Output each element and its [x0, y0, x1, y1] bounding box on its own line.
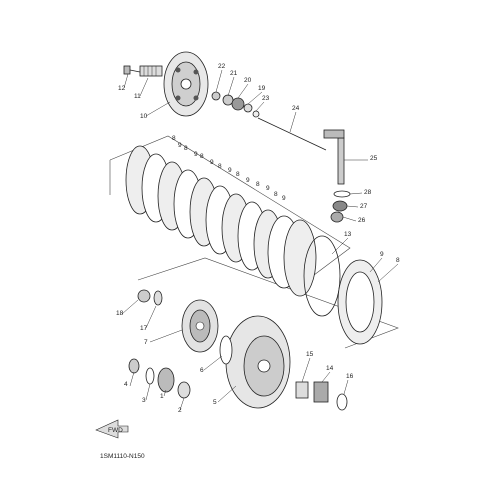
callout-23: 23: [262, 95, 270, 102]
callout-16: 16: [346, 373, 354, 380]
callout-9: 9: [178, 142, 182, 149]
leader-lines: [121, 69, 399, 411]
callout-7: 7: [144, 339, 148, 346]
lever-seals: [330, 190, 351, 223]
push-rod: [257, 117, 327, 151]
clutch-plate-stack: [125, 145, 317, 297]
thrust-washer: [219, 335, 233, 365]
callout-9g: 9: [282, 195, 286, 202]
callout-21: 21: [230, 70, 238, 77]
lock-washer: [153, 290, 163, 306]
lock-nut: [137, 289, 151, 303]
spacer: [295, 381, 309, 399]
callout-8b: 8: [184, 145, 188, 152]
clutch-housing: [225, 315, 291, 409]
idle-gear: [157, 367, 175, 393]
callout-8h: 8: [396, 257, 400, 264]
callout-9f: 9: [266, 185, 270, 192]
callout-25: 25: [370, 155, 378, 162]
callout-8c: 8: [200, 153, 204, 160]
callout-9c: 9: [210, 159, 214, 166]
push-lever-shaft: [323, 129, 345, 185]
outer-friction-plate: [337, 259, 383, 345]
callout-8d: 8: [218, 163, 222, 170]
callout-8: 8: [172, 135, 176, 142]
diagram-code: 1SM1110-N150: [100, 453, 145, 460]
callout-27: 27: [360, 203, 368, 210]
callout-5: 5: [213, 399, 217, 406]
gear-bushing: [177, 381, 191, 399]
callout-24: 24: [292, 105, 300, 112]
callout-26: 26: [358, 217, 366, 224]
callout-17: 17: [140, 325, 148, 332]
clutch-spring: [139, 65, 163, 77]
callout-14: 14: [326, 365, 334, 372]
callout-9b: 9: [194, 151, 198, 158]
callout-10: 10: [140, 113, 148, 120]
callout-3: 3: [142, 397, 146, 404]
callout-18: 18: [116, 310, 124, 317]
clutch-bolt: [123, 65, 141, 75]
callout-13: 13: [344, 231, 352, 238]
clutch-boss: [181, 299, 219, 353]
wire-ring: [303, 235, 341, 317]
gear-circlip: [128, 358, 140, 374]
push-bearing-parts: [211, 91, 260, 118]
outer-washer: [336, 393, 348, 411]
callout-15: 15: [306, 351, 314, 358]
callout-8f: 8: [256, 181, 260, 188]
callout-8e: 8: [236, 171, 240, 178]
callout-28: 28: [364, 189, 372, 196]
callout-9h: 9: [380, 251, 384, 258]
callout-9e: 9: [246, 177, 250, 184]
front-arrow-icon: FWD: [95, 419, 129, 439]
pressure-plate: [163, 51, 209, 117]
callout-8g: 8: [274, 191, 278, 198]
callout-12: 12: [118, 85, 126, 92]
callout-22: 22: [218, 63, 226, 70]
front-label: FWD: [108, 427, 123, 434]
callout-2: 2: [178, 407, 182, 414]
gear-washer: [145, 367, 155, 385]
callout-19: 19: [258, 85, 266, 92]
callout-numbers: 1 2 3 4 5 6 7 8 8 8 8 8 8 8 8 9 9 9 9 9 …: [116, 63, 400, 414]
callout-4: 4: [124, 381, 128, 388]
needle-bearing: [313, 381, 329, 403]
callout-6: 6: [200, 367, 204, 374]
callout-9d: 9: [228, 167, 232, 174]
callout-1: 1: [160, 393, 164, 400]
callout-11: 11: [134, 93, 141, 100]
callout-20: 20: [244, 77, 252, 84]
